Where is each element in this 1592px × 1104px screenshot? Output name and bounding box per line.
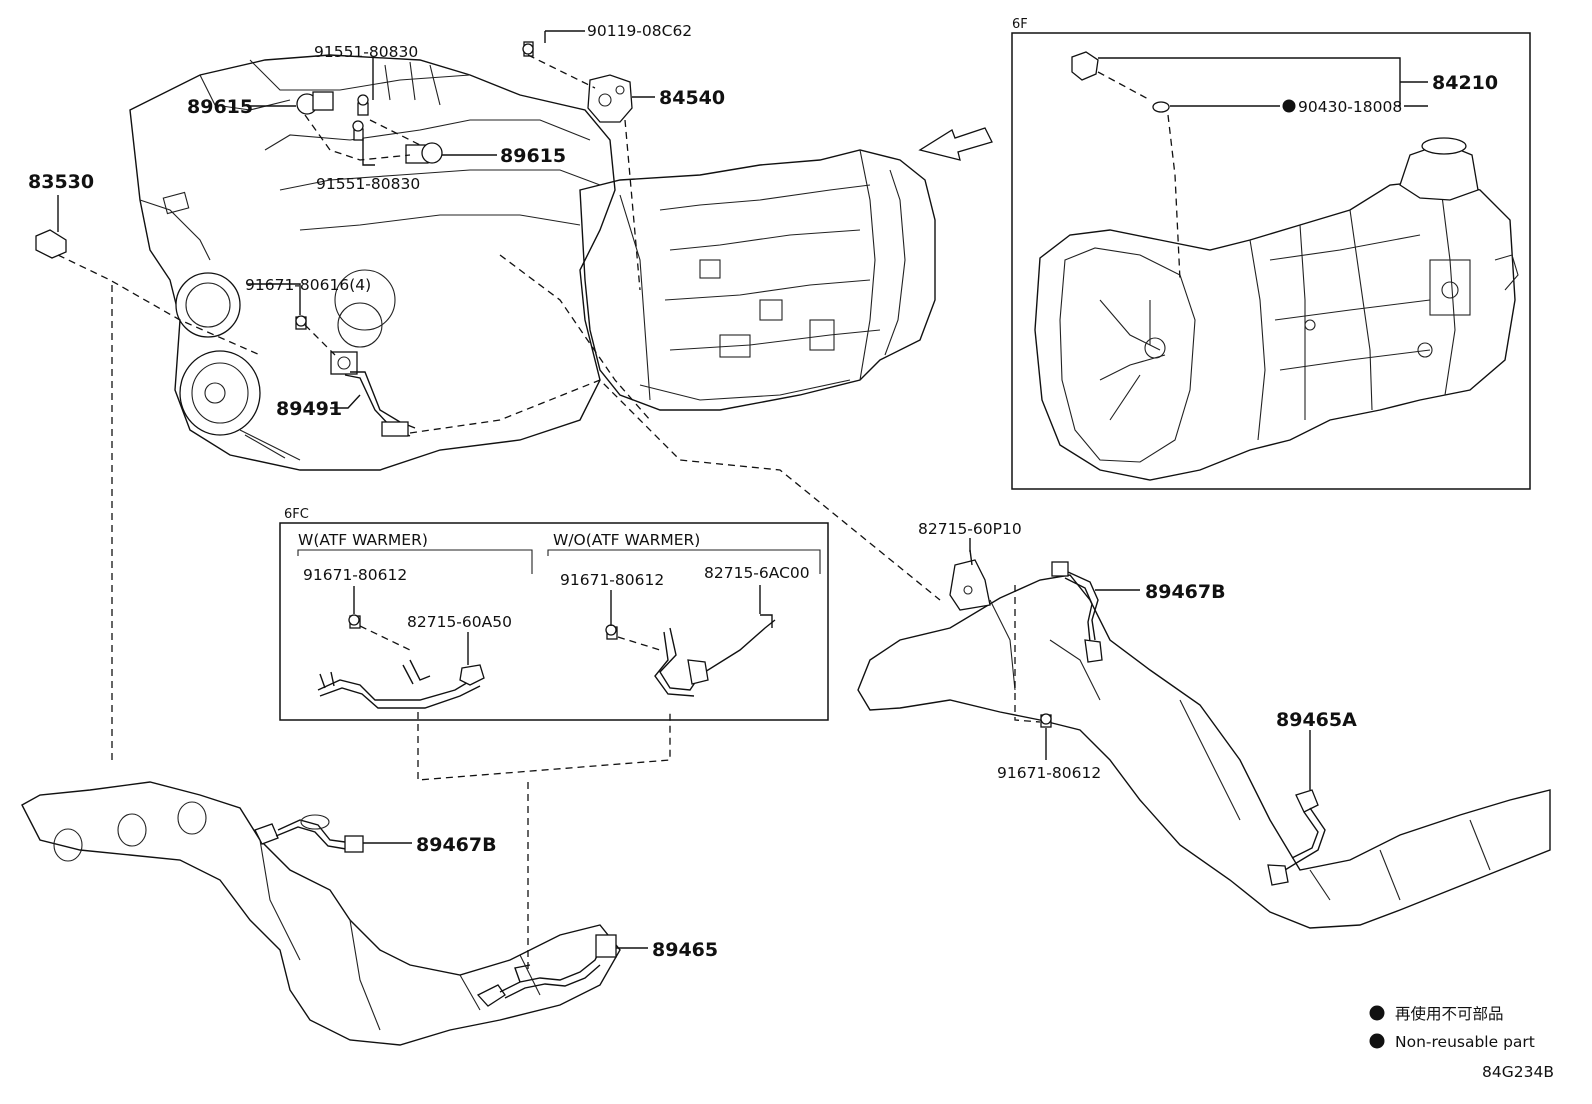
box-6f-title: 6F: [1012, 17, 1028, 32]
direction-arrow: [918, 127, 993, 161]
label-82715-6ac00: 82715-6AC00: [704, 564, 810, 582]
engine-transmission-drawing: [129, 54, 936, 471]
label-91671-80612-box-left: 91671-80612: [303, 566, 407, 584]
box-6f: 6F: [1011, 17, 1531, 490]
left-exhaust-drawing: [21, 781, 621, 1046]
right-exhaust-drawing: [857, 549, 1551, 929]
label-91671-80612-right: 91671-80612: [997, 764, 1101, 782]
connection-lines-top: [57, 54, 941, 765]
label-89465a: 89465A: [1276, 709, 1357, 731]
label-w-atf-warmer: W(ATF WARMER): [298, 531, 428, 549]
box-6fc-labels: W(ATF WARMER) W/O(ATF WARMER) 91671-8061…: [298, 531, 810, 631]
label-91671-80612-box-right: 91671-80612: [560, 571, 664, 589]
label-91551-80830-bottom: 91551-80830: [316, 175, 420, 193]
non-reusable-mark-90430: [1282, 99, 1296, 113]
label-84540: 84540: [659, 87, 725, 109]
leader-lines: [57, 30, 1428, 949]
legend-item-jp: 再使用不可部品: [1395, 1005, 1504, 1023]
label-82715-60a50: 82715-60A50: [407, 613, 512, 631]
label-89465: 89465: [652, 939, 718, 961]
legend: 再使用不可部品 Non-reusable part: [1369, 1005, 1535, 1051]
label-89615-left: 89615: [187, 96, 253, 118]
label-89491: 89491: [276, 398, 342, 420]
legend-item-en: Non-reusable part: [1395, 1033, 1535, 1051]
legend-bullet-icon: [1369, 1005, 1385, 1021]
label-84210: 84210: [1432, 72, 1498, 94]
label-91671-80616: 91671-80616(4): [245, 276, 371, 294]
label-89615-right: 89615: [500, 145, 566, 167]
box-6fc: 6FC: [279, 507, 829, 781]
label-83530: 83530: [28, 171, 94, 193]
legend-bullet-icon: [1369, 1033, 1385, 1049]
engine-small-parts: [35, 41, 633, 437]
illustration-code: 84G234B: [1482, 1063, 1554, 1081]
label-91551-80830-top: 91551-80830: [314, 43, 418, 61]
label-90430-18008: 90430-18008: [1298, 98, 1402, 116]
label-wo-atf-warmer: W/O(ATF WARMER): [553, 531, 700, 549]
label-90119-08c62: 90119-08C62: [587, 22, 692, 40]
label-89467b-right: 89467B: [1145, 581, 1226, 603]
label-82715-60p10: 82715-60P10: [918, 520, 1022, 538]
label-89467b-left: 89467B: [416, 834, 497, 856]
box-6fc-title: 6FC: [284, 507, 309, 522]
part-labels: 90119-08C62 91551-80830 89615 84540 8961…: [28, 22, 1498, 961]
